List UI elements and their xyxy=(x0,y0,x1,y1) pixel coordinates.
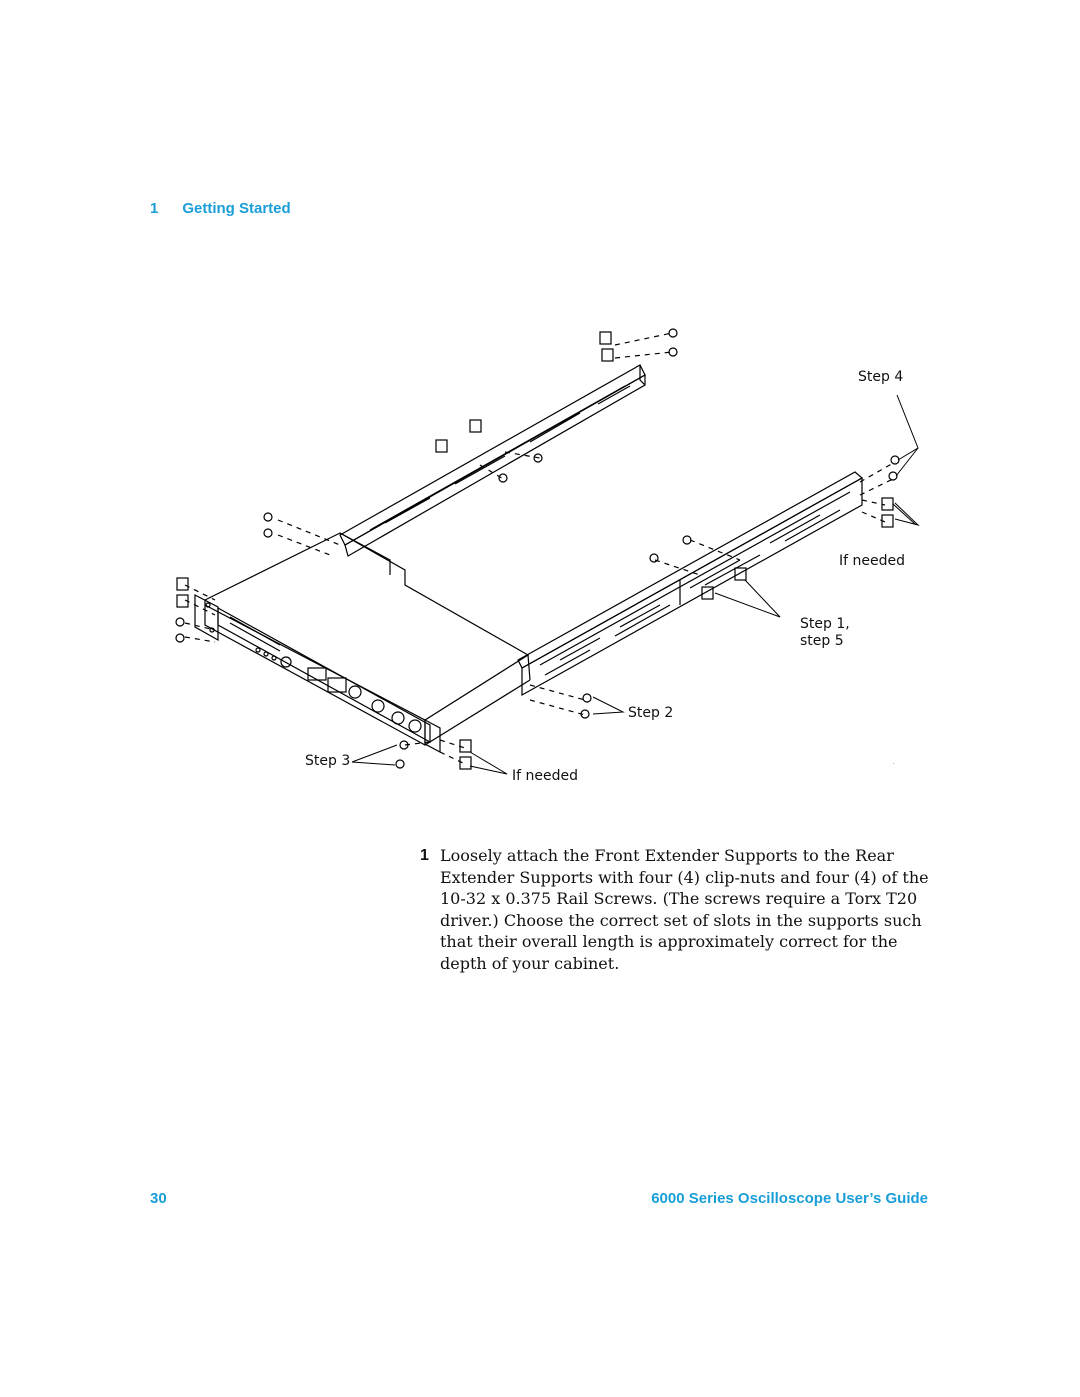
callout-if-needed-right: If needed xyxy=(839,553,905,569)
callout-if-needed-bottom: If needed xyxy=(512,768,578,784)
screw-paths xyxy=(184,332,896,765)
callout-step5: step 5 xyxy=(800,633,844,649)
chapter-header: 1 Getting Started xyxy=(150,200,291,217)
instrument-chassis xyxy=(194,532,531,753)
callout-step1: Step 1, xyxy=(800,616,850,632)
callout-step2: Step 2 xyxy=(628,705,674,721)
step-text: Loosely attach the Front Extender Suppor… xyxy=(440,846,929,973)
upper-rail xyxy=(339,364,646,557)
lower-rail xyxy=(517,471,864,697)
rack-mount-diagram: · xyxy=(175,328,920,775)
chapter-title: Getting Started xyxy=(182,200,291,217)
screws xyxy=(175,328,900,769)
figure-code: · xyxy=(893,761,895,767)
leader-lines xyxy=(351,394,920,775)
callout-step3: Step 3 xyxy=(305,753,351,769)
instruction-step-1: 1 Loosely attach the Front Extender Supp… xyxy=(420,845,940,974)
step-number: 1 xyxy=(420,847,429,864)
clip-nuts xyxy=(176,331,894,770)
page-number: 30 xyxy=(150,1190,167,1207)
callout-step4: Step 4 xyxy=(858,369,904,385)
chapter-number: 1 xyxy=(150,200,159,217)
guide-title: 6000 Series Oscilloscope User’s Guide xyxy=(651,1190,928,1207)
